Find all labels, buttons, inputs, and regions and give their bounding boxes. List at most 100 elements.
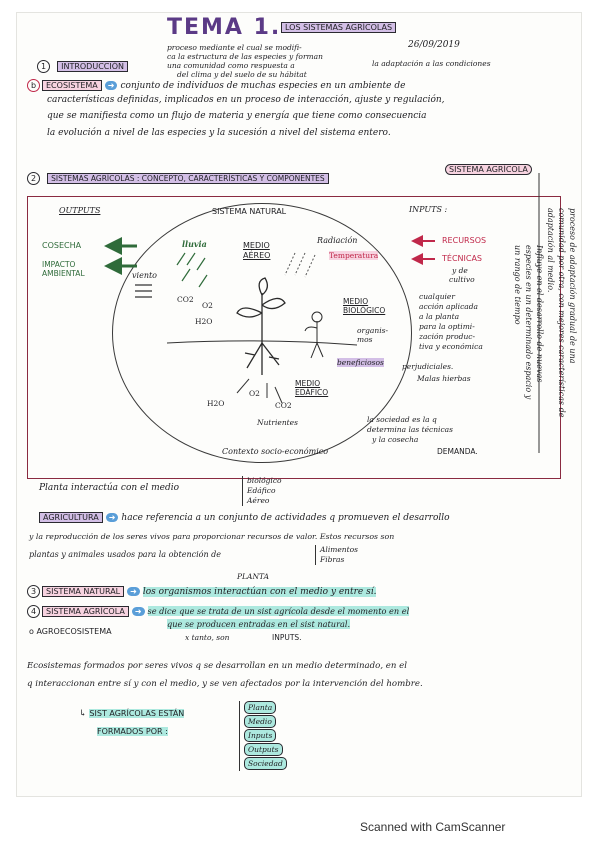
- cualquier-line-6: tiva y económica: [419, 342, 483, 351]
- medio-edafico-label-1: MEDIO: [295, 379, 321, 388]
- recursos-label: RECURSOS: [442, 236, 487, 245]
- side-note-6: un rango de tiempo: [513, 245, 522, 325]
- soil-arrows-icon: [236, 378, 283, 404]
- sociedad-line-3: y la cosecha: [372, 435, 419, 444]
- sistema-natural-text: los organismos interactúan con el medio …: [142, 587, 377, 597]
- co2-soil-label: CO2: [275, 401, 292, 410]
- medio-edafico-label-2: EDÁFICO: [295, 388, 329, 397]
- componente-item: Planta: [244, 701, 277, 714]
- sociedad-line-1: la sociedad es la q: [367, 415, 437, 424]
- beneficiosos-label: beneficiosos: [337, 358, 384, 367]
- cultivo-label: cultivo: [449, 275, 475, 284]
- arrow-icon: ➜: [105, 513, 119, 522]
- radiacion-icon: [284, 252, 316, 278]
- arrow-icon: ➜: [127, 587, 140, 596]
- section2-title: SISTEMAS AGRÍCOLAS : CONCEPTO, CARACTERÍ…: [47, 173, 329, 184]
- ecosistema-line-4: la evolución a nivel de las especies y l…: [47, 128, 391, 138]
- intro-number: 1: [37, 60, 50, 73]
- demanda-label: DEMANDA.: [437, 447, 478, 456]
- medio-biologico-label-1: MEDIO: [343, 297, 369, 306]
- planta-intro: Planta interactúa con el medio: [39, 483, 180, 493]
- componentes-row: ↳ SIST AGRÍCOLAS ESTÁN: [79, 709, 185, 719]
- impacto-label-1: IMPACTO: [42, 260, 76, 269]
- co2-label: CO2: [177, 295, 194, 304]
- nutrientes-label: Nutrientes: [257, 418, 298, 427]
- sistema-agricola-line-2: que se producen entradas en el sist natu…: [167, 619, 351, 630]
- page-date: 26/09/2019: [408, 40, 460, 50]
- diagram-frame: [27, 196, 561, 479]
- componente-item: Inputs: [244, 729, 277, 742]
- perjudiciales-label: perjudiciales.: [402, 362, 454, 371]
- cualquier-line-1: cualquier: [419, 292, 455, 301]
- side-note-5: especies en un determinado espacio y: [524, 245, 533, 400]
- temperatura-label: Temperatura: [329, 251, 379, 260]
- sistema-agricola-line-3: x tanto, son: [185, 633, 230, 642]
- intro-note-3b: la adaptación a las condiciones: [372, 59, 491, 68]
- o2-label: O2: [202, 301, 213, 310]
- intro-label: INTRODUCCIÓN: [57, 61, 129, 72]
- planta-item-2: Edáfico: [247, 486, 276, 495]
- componentes-list: Planta Medio Inputs Outputs Sociedad: [239, 701, 287, 771]
- agricultura-item-2: Fibras: [320, 555, 345, 564]
- agricultura-line-3: plantas y animales usados para la obtenc…: [29, 550, 222, 559]
- o2-soil-label: O2: [249, 389, 260, 398]
- side-note-4: Influye en el desarrollo de nuevas: [535, 245, 544, 383]
- sistema-agricola-text-1: se dice que se trata de un sist agrícola…: [147, 606, 410, 616]
- sistema-agricola-label: SISTEMA AGRÍCOLA: [42, 606, 129, 617]
- ecosistema-text-1: conjunto de individuos de muchas especie…: [120, 81, 406, 91]
- cualquier-note: cualquier acción aplicada a la planta pa…: [419, 292, 483, 352]
- organismos-label-1: organis-: [357, 326, 388, 335]
- componentes-label-1: SIST AGRÍCOLAS ESTÁN: [89, 709, 185, 718]
- sistema-agricola-number: 4: [27, 605, 40, 618]
- agricultura-item-1: Alimentos: [320, 545, 358, 554]
- agricultura-list: Alimentos Fibras: [315, 545, 358, 565]
- ecosistemas-line-2: q interaccionan entre sí y con el medio,…: [27, 679, 423, 689]
- organismos-label-2: mos: [357, 335, 373, 344]
- radiacion-label: Radiación: [317, 236, 358, 245]
- agricultura-line-2: y la reproducción de los seres vivos par…: [29, 532, 395, 541]
- lluvia-icon: [176, 252, 208, 288]
- ground-line: [166, 340, 358, 346]
- intro-note-4: del clima y del suelo de su hábitat: [177, 70, 307, 79]
- h2o-soil-label: H2O: [207, 399, 225, 408]
- medio-aereo-label-2: AÉREO: [243, 251, 271, 260]
- page-title: TEMA 1.: [167, 15, 282, 40]
- componente-item: Outputs: [244, 743, 283, 756]
- ecosistema-line-3: que se manifiesta como un flujo de mater…: [47, 111, 427, 121]
- outputs-title: OUTPUTS: [59, 206, 101, 215]
- side-note-3: adaptación al medio.: [546, 208, 555, 293]
- componente-item: Medio: [244, 715, 276, 728]
- cualquier-line-4: para la optimi-: [419, 322, 475, 331]
- ecosistema-line-2: características definidas, implicados en…: [47, 95, 445, 105]
- planta-item-1: biológico: [247, 476, 282, 485]
- sistema-natural-circle: [112, 203, 412, 463]
- agricultura-text-1: hace referencia a un conjunto de activid…: [121, 513, 450, 523]
- section2-heading: 2 SISTEMAS AGRÍCOLAS : CONCEPTO, CARACTE…: [27, 166, 329, 185]
- medio-biologico-label-2: BIOLÓGICO: [343, 306, 386, 315]
- planta-list: biológico Edáfico Aéreo: [242, 476, 282, 506]
- tecnicas-label: TÉCNICAS: [442, 254, 483, 263]
- side-note-1: proceso de adaptación gradual de una: [568, 208, 577, 364]
- componentes-arrow-icon: ↳: [79, 709, 87, 719]
- sociedad-line-2: determina las técnicas: [367, 425, 453, 434]
- side-note-2: comunidad por otra, con mejores caracter…: [557, 208, 566, 418]
- sistema-natural-title: SISTEMA NATURAL: [212, 207, 287, 216]
- medio-aereo-label-1: MEDIO: [243, 241, 270, 250]
- lluvia-label: lluvia: [182, 239, 207, 249]
- componente-item: Sociedad: [244, 757, 287, 770]
- intro-note-2: ca la estructura de las especies y forma…: [167, 52, 323, 61]
- small-plant-icon: [304, 311, 324, 359]
- arrow-icon: ➜: [131, 607, 145, 616]
- page-subtitle: LOS SISTEMAS AGRÍCOLAS: [281, 22, 397, 33]
- cosecha-label: COSECHA: [42, 241, 82, 250]
- cualquier-line-2: acción aplicada: [419, 302, 479, 311]
- scanner-watermark: Scanned with CamScanner: [360, 820, 506, 834]
- agroecosistema-label: o AGROECOSISTEMA: [29, 627, 112, 636]
- intro-note-1: proceso mediante el cual se modifi-: [167, 43, 302, 52]
- viento-icon: [135, 284, 152, 298]
- sistema-natural-label: SISTEMA NATURAL: [42, 586, 125, 597]
- cualquier-line-3: a la planta: [419, 312, 460, 321]
- contexto-label: Contexto socio-económico: [222, 447, 329, 456]
